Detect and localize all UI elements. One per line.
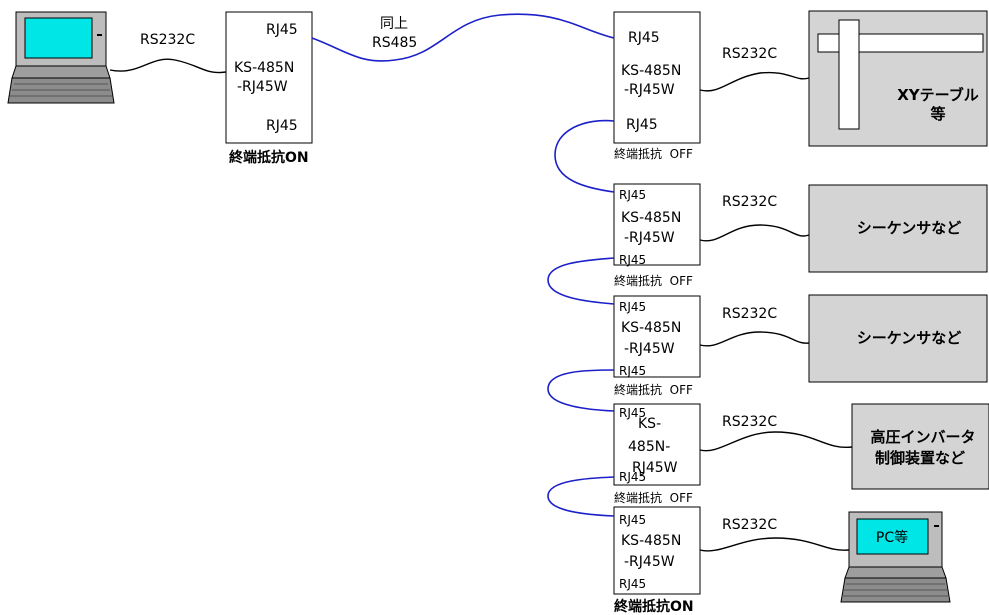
converter-box-4	[613, 403, 701, 486]
rj45-top-3: RJ45	[619, 300, 646, 314]
rs485-cable-3	[547, 369, 615, 412]
rs232c-label-4: RS232C	[722, 414, 777, 430]
rs485-cable-4	[547, 476, 615, 517]
rs485-cable-2	[547, 257, 615, 305]
model-line2-4: 485N-	[628, 439, 670, 455]
rs232c-label-2: RS232C	[722, 194, 777, 210]
termination-on-left: 終端抵抗ON	[229, 149, 309, 166]
rj45-bottom-5: RJ45	[619, 577, 646, 591]
model-line2-1: -RJ45W	[624, 82, 675, 98]
rs232c-label-1: RS232C	[722, 46, 777, 62]
rj45-top-2: RJ45	[619, 188, 646, 202]
rs232c-cable-2	[699, 224, 810, 242]
rj45-bottom-3: RJ45	[619, 364, 646, 378]
model-line1-left: KS-485N	[234, 60, 294, 76]
converter-box-2	[613, 183, 701, 266]
rs232c-label-5: RS232C	[722, 517, 777, 533]
termination-off-1: 終端抵抗 OFF	[614, 146, 693, 161]
model-line2-2: -RJ45W	[624, 230, 675, 246]
rj45-top-4: RJ45	[619, 406, 646, 420]
rj45-bottom-1: RJ45	[626, 117, 658, 133]
rs232c-cable-1	[699, 71, 810, 92]
model-line1-5: KS-485N	[621, 533, 681, 549]
termination-off-4: 終端抵抗 OFF	[614, 490, 693, 505]
rs232c-cable-4	[699, 431, 853, 452]
converter-box-3	[613, 295, 701, 378]
sequencer-label-1: シーケンサなど	[857, 219, 962, 237]
rs232c-label-3: RS232C	[722, 306, 777, 322]
rj45-bottom-left: RJ45	[266, 118, 298, 134]
sequencer-device-2	[808, 294, 988, 383]
rs232c-cable-5	[699, 537, 850, 552]
converter-box-1	[613, 11, 701, 144]
inverter-label-2: 制御装置など	[875, 449, 965, 467]
model-line1-3: KS-485N	[621, 320, 681, 336]
model-line2-5: -RJ45W	[624, 554, 675, 570]
rs232c-cable-left	[109, 58, 227, 74]
model-line1-2: KS-485N	[621, 210, 681, 226]
termination-off-2: 終端抵抗 OFF	[614, 273, 693, 288]
xy-table-label-1: XYテーブル	[897, 86, 979, 104]
model-line2-left: -RJ45W	[237, 79, 288, 95]
rj45-bottom-2: RJ45	[619, 253, 646, 267]
rs485-cable-1	[554, 119, 615, 193]
converter-box-5	[613, 506, 701, 595]
sequencer-label-2: シーケンサなど	[857, 329, 962, 347]
inverter-device	[851, 403, 989, 490]
xy-table-label-2: 等	[930, 105, 945, 123]
rs485-cable-main	[311, 13, 615, 62]
rs232c-cable-3	[699, 331, 810, 347]
laptop-icon-pc	[840, 511, 951, 603]
model-line1-1: KS-485N	[621, 63, 681, 79]
termination-off-3: 終端抵抗 OFF	[614, 382, 693, 397]
rs232c-label-left: RS232C	[140, 32, 195, 48]
sequencer-device-1	[808, 184, 988, 273]
rj45-bottom-4: RJ45	[619, 470, 646, 484]
rj45-top-5: RJ45	[619, 513, 646, 527]
model-line1-4: KS-	[638, 416, 661, 432]
model-line2-3: -RJ45W	[624, 341, 675, 357]
converter-box-left	[225, 11, 313, 144]
xy-table-device	[808, 10, 988, 147]
rj45-top-1: RJ45	[628, 30, 660, 46]
inverter-label-1: 高圧インバータ	[870, 428, 975, 446]
pc-label: PC等	[876, 529, 908, 546]
rj45-top-left: RJ45	[266, 22, 298, 38]
model-line3-4: RJ45W	[632, 460, 678, 476]
laptop-icon-left	[7, 11, 115, 104]
rs485-label: RS485	[372, 35, 417, 51]
termination-on-5: 終端抵抗ON	[614, 598, 694, 615]
same-above-label: 同上	[380, 16, 408, 32]
